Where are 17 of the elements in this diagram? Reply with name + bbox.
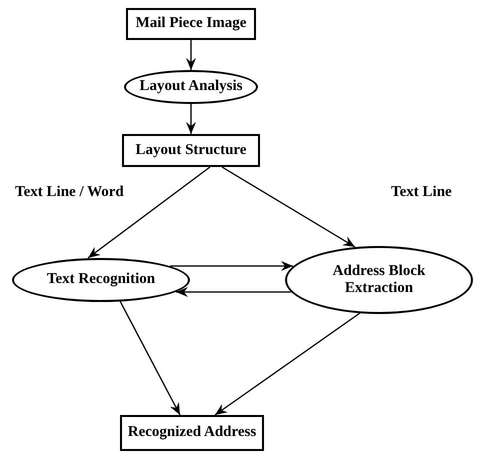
arrow [186,104,196,134]
process-box [120,415,264,451]
arrow [186,40,196,70]
node-label: Layout Structure [136,142,246,160]
node-label: Layout Analysis [140,78,242,96]
arrow [170,261,293,271]
node-label: Mail Piece Image [136,15,246,33]
arrow [176,287,291,297]
node-label: Text Recognition [46,271,156,289]
arrow [88,166,210,259]
process-box [126,8,256,40]
node-label: Address Block Extraction [332,262,426,298]
arrow [119,300,181,416]
node-label: Recognized Address [128,424,256,442]
process-box [122,134,260,167]
arrow [222,166,356,248]
arrow [214,312,360,416]
